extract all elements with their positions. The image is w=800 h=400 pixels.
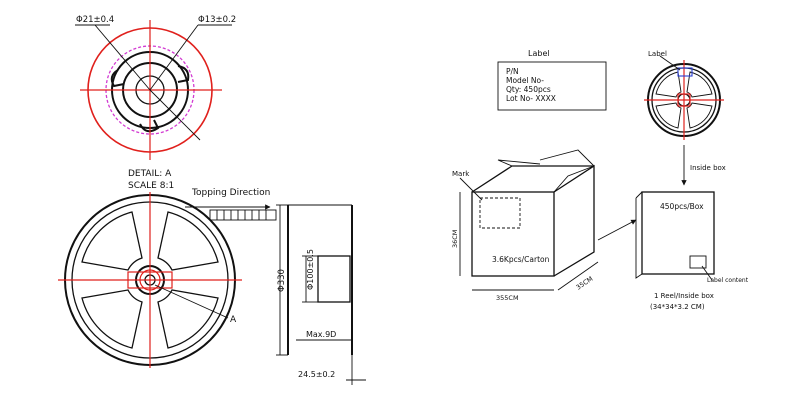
callout-a-label: A xyxy=(230,315,237,325)
carton-top xyxy=(471,165,594,193)
side-hub xyxy=(317,255,351,303)
carton-dim-d xyxy=(557,261,599,291)
label-box xyxy=(497,61,607,111)
label-box-title: Label xyxy=(528,49,550,58)
carton-height: 36CM xyxy=(451,230,459,248)
box-qty: 450pcs/Box xyxy=(660,202,704,211)
box-desc-1: 1 Reel/Inside box xyxy=(654,292,714,300)
carrier-tape xyxy=(209,209,277,221)
carton-qty: 3.6Kpcs/Carton xyxy=(492,255,550,264)
detail-slot-left xyxy=(110,69,125,88)
reel-window-3 xyxy=(157,289,219,349)
dim-width: 24.5±0.2 xyxy=(298,370,335,379)
carton-side xyxy=(553,164,595,277)
carton-view xyxy=(459,149,637,291)
reel-front-view xyxy=(58,192,242,368)
label-model: Model No- xyxy=(506,76,544,85)
reel-window-4 xyxy=(81,289,143,349)
leader-extra xyxy=(149,89,201,141)
inside-box-label-area xyxy=(689,255,707,269)
box-desc-2: (34*34*3.2 CM) xyxy=(650,303,705,311)
small-reel-label-marker xyxy=(677,67,693,77)
inside-box-view xyxy=(635,191,715,281)
carton-front xyxy=(471,191,555,277)
detail-slot-right xyxy=(177,65,190,83)
direction-label: Topping Direction xyxy=(191,188,270,198)
small-reel-view xyxy=(644,55,724,186)
carton-mark-area xyxy=(479,197,521,229)
label-qty: Qty: 450pcs xyxy=(506,85,551,94)
dim-max: Max.9D xyxy=(306,330,336,339)
dim-100: Φ100±0.5 xyxy=(306,249,315,290)
detail-scale: SCALE 8:1 xyxy=(128,181,174,191)
detail-title: DETAIL: A xyxy=(128,169,172,179)
leader-dia-small xyxy=(94,24,151,91)
label-pn: P/N xyxy=(506,67,519,76)
detail-a-view xyxy=(75,20,232,160)
label-content: Label content xyxy=(707,277,749,284)
inside-box-label: Inside box xyxy=(690,164,726,172)
label-lot: Lot No- XXXX xyxy=(506,94,556,103)
inside-box xyxy=(641,191,715,275)
dim-small-diameter: Φ21±0.4 xyxy=(76,15,114,25)
reel-side-view xyxy=(276,204,366,385)
small-reel-label: Label xyxy=(648,50,667,58)
detail-slot-bottom xyxy=(139,119,160,133)
reel-window-2 xyxy=(157,211,219,271)
carton-width: 355CM xyxy=(496,294,519,302)
callout-a-leader xyxy=(154,284,229,319)
carton-to-box-arrow xyxy=(597,219,637,241)
reel-window-1 xyxy=(81,211,143,271)
dim-hub-diameter: Φ13±0.2 xyxy=(198,15,236,25)
carton-mark-label: Mark xyxy=(452,170,470,178)
dim-330: Φ330 xyxy=(277,269,287,292)
leader-dia-hub xyxy=(149,24,199,91)
carton-depth: 35CM xyxy=(575,275,595,292)
